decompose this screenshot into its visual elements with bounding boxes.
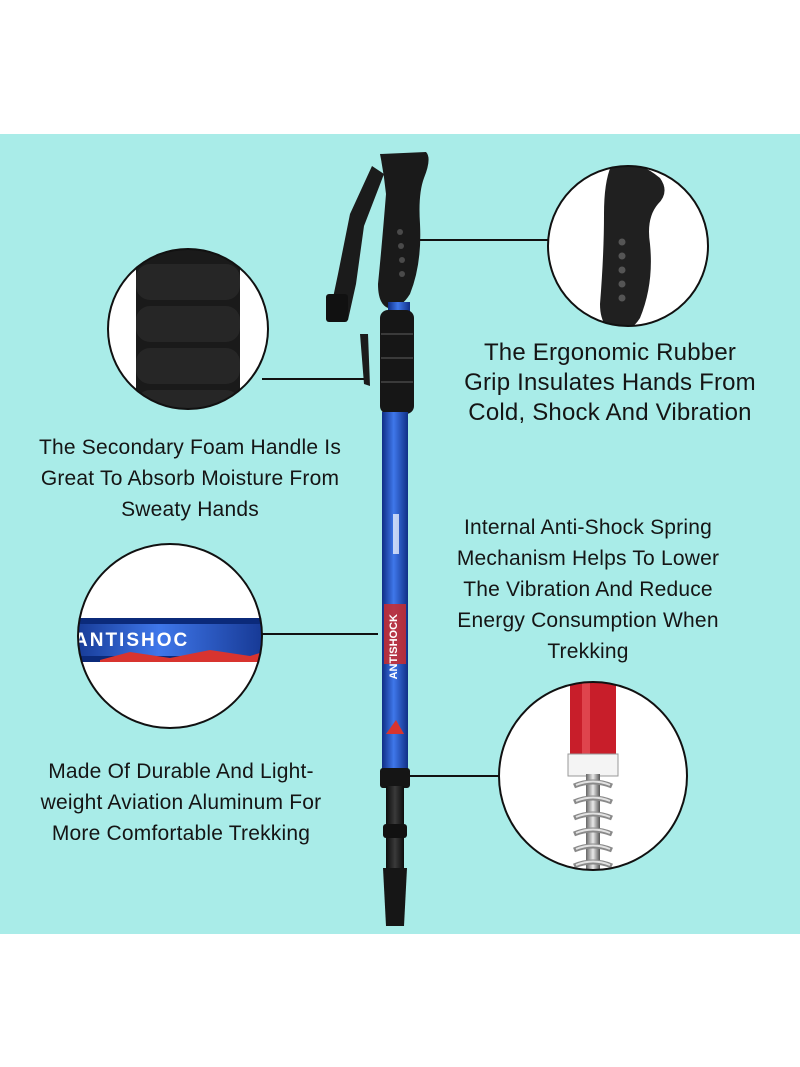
zoom-antishock-label: ANTISHOC [74,630,189,651]
rubber-tip [383,868,407,926]
product-image-panel: ANTISHOCK [0,134,800,934]
trekking-pole-illustration: ANTISHOCK [74,152,709,926]
grip-caption: The Ergonomic Rubber Grip Insulates Hand… [440,338,780,428]
aluminum-caption-line: Made Of Durable And Light- [48,760,314,783]
wrist-strap [330,166,384,320]
strap-buckle [326,294,348,322]
pole-antishock-label: ANTISHOCK [388,614,400,679]
spring-caption-line: The Vibration And Reduce [463,578,713,601]
grip-caption-line: Cold, Shock And Vibration [468,399,752,426]
foam-caption-line: Great To Absorb Moisture From [40,467,340,490]
spring-caption-line: Trekking [547,640,629,663]
foam-caption: The Secondary Foam Handle Is Great To Ab… [20,432,360,525]
aluminum-shaft-zoom: ANTISHOC [74,543,263,729]
rubber-grip [378,152,429,309]
spring-caption: Internal Anti-Shock Spring Mechanism Hel… [438,512,738,667]
trekking-pole: ANTISHOCK [326,152,429,926]
spring-caption-line: Energy Consumption When [457,609,719,632]
grip-caption-line: Grip Insulates Hands From [464,369,756,396]
foam-caption-line: The Secondary Foam Handle Is [38,436,342,459]
foam-caption-line: Sweaty Hands [121,498,259,521]
grip-caption-line: The Ergonomic Rubber [483,339,737,366]
spring-mechanism-zoom [498,681,688,871]
aluminum-caption: Made Of Durable And Light- weight Aviati… [16,756,346,849]
aluminum-caption-line: More Comfortable Trekking [51,822,311,845]
aluminum-shaft [382,412,408,772]
foam-handle-zoom [107,248,269,410]
aluminum-caption-line: weight Aviation Aluminum For [40,791,322,814]
spring-caption-line: Internal Anti-Shock Spring [463,516,712,539]
foam-handle [380,310,414,414]
spring-caption-line: Mechanism Helps To Lower [456,547,720,570]
rubber-grip-zoom [547,165,709,327]
